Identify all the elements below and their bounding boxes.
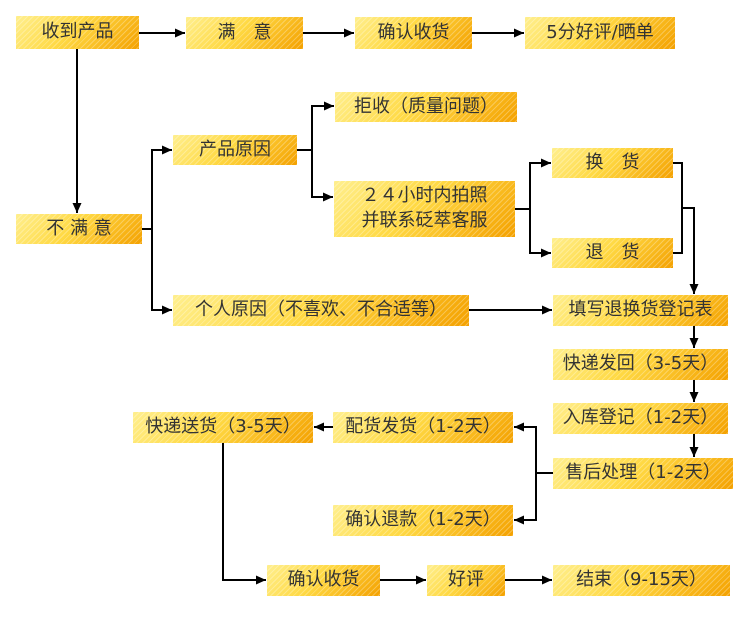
arrow-aftersales-to-allocate <box>514 422 553 474</box>
arrow-unsatisfied-to-product-reason <box>142 145 172 230</box>
node-label: 快递发回（3-5天） <box>562 353 719 375</box>
node-end: 结束（9-15天） <box>553 565 730 596</box>
node-express-back: 快递发回（3-5天） <box>553 349 728 380</box>
node-label: 不 满 意 <box>46 217 112 239</box>
node-satisfied: 满 意 <box>186 17 303 49</box>
node-photo-contact: ２４小时内拍照 并联系砭萃客服 <box>334 181 515 237</box>
arrow-merge-to-fill-form <box>682 207 699 294</box>
node-label: 入库登记（1-2天） <box>562 407 719 429</box>
node-confirm-receipt-bottom: 确认收货 <box>267 565 380 596</box>
connector-exchange-return-merge <box>673 162 683 254</box>
node-label-line1: ２４小时内拍照 <box>361 185 488 207</box>
arrow-product-reason-to-photo <box>297 149 333 202</box>
node-fill-form: 填写退换货登记表 <box>553 295 728 326</box>
arrow-photo-to-return <box>515 208 551 258</box>
node-label: 好评 <box>448 569 484 591</box>
node-product-reason: 产品原因 <box>173 135 297 165</box>
node-unsatisfied: 不 满 意 <box>16 214 142 244</box>
node-return-goods: 退 货 <box>552 238 673 268</box>
node-personal-reason: 个人原因（不喜欢、不合适等） <box>173 295 469 326</box>
node-label: 退 货 <box>585 241 640 263</box>
node-confirm-receipt-top: 确认收货 <box>355 17 472 49</box>
node-label: 售后处理（1-2天） <box>565 462 721 484</box>
node-label: 配货发货（1-2天） <box>345 416 501 438</box>
node-label: 确认收货 <box>287 569 360 591</box>
node-label: 个人原因（不喜欢、不合适等） <box>195 299 447 321</box>
node-five-star-review: 5分好评/晒单 <box>525 17 675 49</box>
node-reject-quality: 拒收（质量问题） <box>335 92 517 122</box>
node-receive-product: 收到产品 <box>16 16 139 49</box>
node-good-review: 好评 <box>427 565 505 596</box>
arrow-express-delivery-to-confirm-bottom <box>222 443 266 585</box>
node-warehouse-register: 入库登记（1-2天） <box>553 403 728 434</box>
node-label: 填写退换货登记表 <box>568 299 713 321</box>
node-label-line2: 并联系砭萃客服 <box>361 210 488 231</box>
node-confirm-refund: 确认退款（1-2天） <box>333 505 513 536</box>
node-label: 满 意 <box>217 21 272 43</box>
arrow-unsatisfied-to-personal-reason <box>142 228 172 315</box>
node-express-delivery: 快递送货（3-5天） <box>133 412 313 443</box>
node-label: 收到产品 <box>41 21 114 43</box>
node-label: 5分好评/晒单 <box>546 21 654 43</box>
node-label: 换 货 <box>585 151 640 173</box>
node-label: 确认退款（1-2天） <box>345 509 501 531</box>
node-allocate-ship: 配货发货（1-2天） <box>333 412 513 443</box>
node-label: 确认收货 <box>377 21 450 43</box>
arrow-photo-to-exchange <box>515 158 551 210</box>
node-label: 产品原因 <box>199 138 271 160</box>
node-label: 快递送货（3-5天） <box>145 416 301 438</box>
arrow-product-reason-to-reject <box>297 101 334 151</box>
arrow-aftersales-to-refund <box>514 472 553 525</box>
node-exchange: 换 货 <box>552 148 673 178</box>
node-label: 拒收（质量问题） <box>354 95 498 117</box>
node-label: 结束（9-15天） <box>576 569 707 591</box>
node-aftersales: 售后处理（1-2天） <box>553 458 733 489</box>
